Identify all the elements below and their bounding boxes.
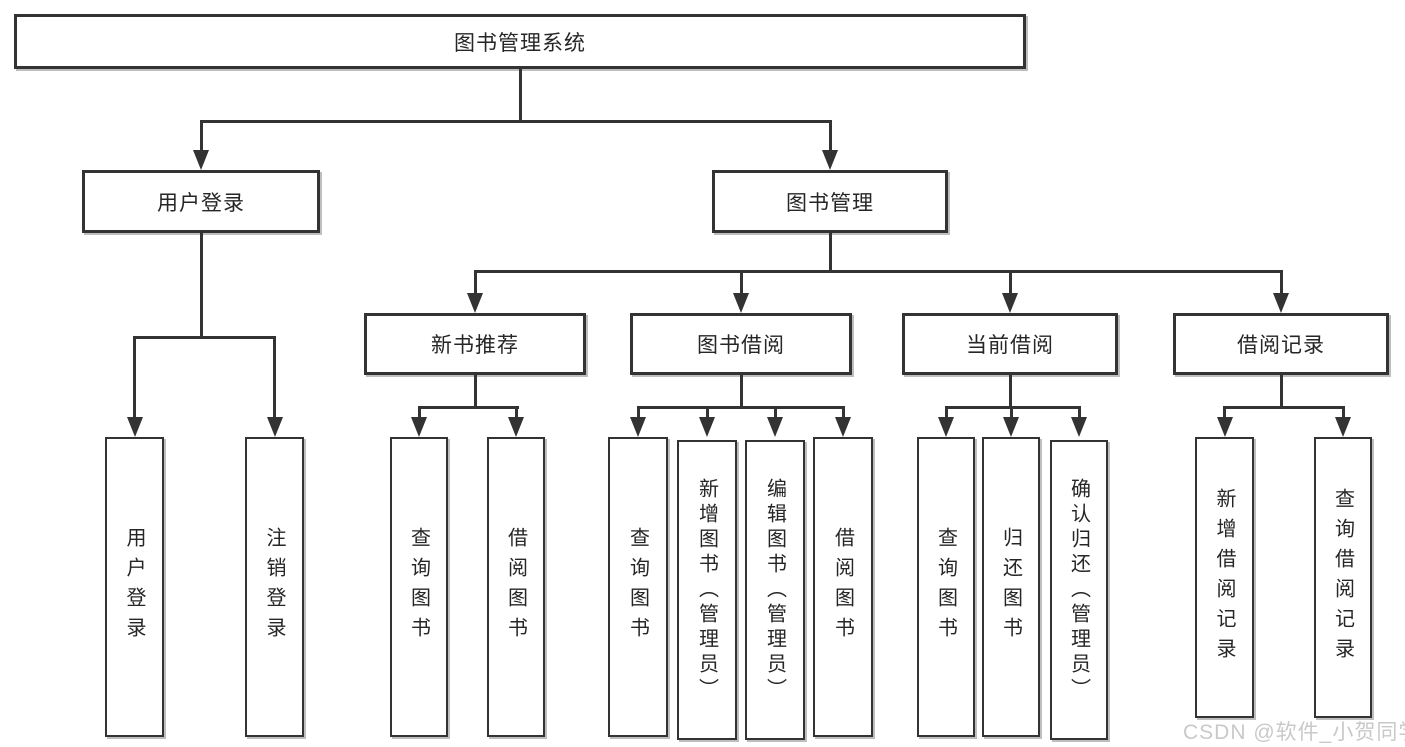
leaf-label: 查询图书 [934, 527, 957, 647]
connector-line [273, 336, 276, 419]
connector-line [1008, 375, 1012, 409]
connector-line [828, 120, 832, 154]
node-label: 借阅记录 [1237, 334, 1325, 357]
node-new-book-recommend: 新书推荐 [364, 313, 586, 375]
connector-line [841, 406, 845, 419]
arrow-down-icon [699, 417, 715, 437]
connector-line [1279, 270, 1283, 297]
connector-line [473, 270, 477, 297]
connector-line [944, 406, 1081, 409]
leaf-add-book-admin: 新增图书（管理员） [677, 440, 737, 740]
connector-line [944, 406, 948, 419]
node-user-login: 用户登录 [82, 170, 320, 233]
leaf-label: 编辑图书（管理员） [763, 477, 786, 703]
connector-line [636, 406, 845, 409]
connector-line [739, 375, 743, 409]
leaf-label: 新增图书（管理员） [695, 477, 718, 703]
arrow-down-icon [822, 150, 838, 170]
leaf-edit-book-admin: 编辑图书（管理员） [745, 440, 805, 740]
leaf-label: 注销登录 [263, 527, 285, 647]
leaf-label: 用户登录 [123, 527, 145, 647]
leaf-query-borrow-record: 查询借阅记录 [1314, 437, 1372, 718]
arrow-down-icon [733, 293, 749, 313]
node-book-borrowing: 图书借阅 [630, 313, 852, 375]
connector-line [1077, 406, 1081, 419]
arrow-down-icon [938, 417, 954, 437]
arrow-down-icon [630, 417, 646, 437]
arrow-down-icon [1003, 417, 1019, 437]
leaf-query-books-2: 查询图书 [608, 437, 668, 737]
node-borrowing-records: 借阅记录 [1173, 313, 1389, 375]
connector-line [1223, 406, 1226, 419]
leaf-label: 查询借阅记录 [1331, 487, 1354, 668]
leaf-return-book: 归还图书 [982, 437, 1040, 737]
watermark-text: CSDN @软件_小贺同学 [1183, 721, 1405, 744]
connector-line [473, 270, 1283, 273]
leaf-add-borrow-record: 新增借阅记录 [1195, 437, 1254, 718]
node-library-management-system: 图书管理系统 [14, 14, 1026, 69]
leaf-label: 新增借阅记录 [1213, 487, 1235, 668]
leaf-label: 确认归还（管理员） [1067, 477, 1090, 703]
node-label: 图书管理系统 [454, 31, 586, 55]
leaf-user-login: 用户登录 [105, 437, 164, 737]
node-label: 新书推荐 [431, 334, 519, 357]
leaf-borrow-books-1: 借阅图书 [487, 437, 545, 737]
connector-line [773, 406, 777, 419]
connector-line [828, 233, 832, 273]
leaf-query-books-3: 查询图书 [917, 437, 975, 737]
arrow-down-icon [1002, 293, 1018, 313]
connector-line [199, 120, 203, 154]
arrow-down-icon [266, 417, 283, 437]
leaf-borrow-books-2: 借阅图书 [813, 437, 873, 737]
connector-line [1341, 406, 1345, 419]
leaf-query-books-1: 查询图书 [390, 437, 448, 737]
connector-line [1009, 406, 1013, 419]
arrow-down-icon [411, 417, 427, 437]
node-label: 图书管理 [786, 191, 874, 215]
node-label: 图书借阅 [697, 334, 785, 357]
connector-line [518, 69, 522, 120]
connector-line [417, 406, 421, 419]
arrow-down-icon [1335, 417, 1351, 437]
leaf-logout: 注销登录 [245, 437, 304, 737]
arrow-down-icon [767, 417, 783, 437]
leaf-label: 借阅图书 [504, 527, 527, 647]
arrow-down-icon [1216, 417, 1233, 437]
arrow-down-icon [1273, 293, 1289, 313]
connector-line [199, 120, 832, 123]
connector-line [199, 233, 203, 339]
connector-line [514, 406, 518, 419]
node-label: 当前借阅 [966, 334, 1054, 357]
node-label: 用户登录 [157, 191, 245, 215]
leaf-label: 查询图书 [626, 527, 649, 647]
connector-line [1008, 270, 1012, 297]
leaf-label: 查询图书 [407, 527, 430, 647]
node-current-borrowing: 当前借阅 [902, 313, 1118, 375]
connector-line [473, 375, 477, 409]
connector-line [133, 336, 136, 419]
connector-line [705, 406, 709, 419]
arrow-down-icon [193, 150, 209, 170]
leaf-label: 归还图书 [999, 527, 1022, 647]
arrow-down-icon [1071, 417, 1087, 437]
connector-line [1279, 375, 1283, 409]
connector-line [133, 336, 276, 339]
connector-line [1223, 406, 1345, 409]
connector-line [636, 406, 640, 419]
arrow-down-icon [467, 293, 483, 313]
leaf-label: 借阅图书 [831, 527, 854, 647]
connector-line [417, 406, 519, 409]
arrow-down-icon [126, 417, 143, 437]
node-book-management: 图书管理 [712, 170, 948, 233]
arrow-down-icon [508, 417, 524, 437]
leaf-confirm-return-admin: 确认归还（管理员） [1050, 440, 1108, 740]
connector-line [739, 270, 743, 297]
arrow-down-icon [835, 417, 851, 437]
